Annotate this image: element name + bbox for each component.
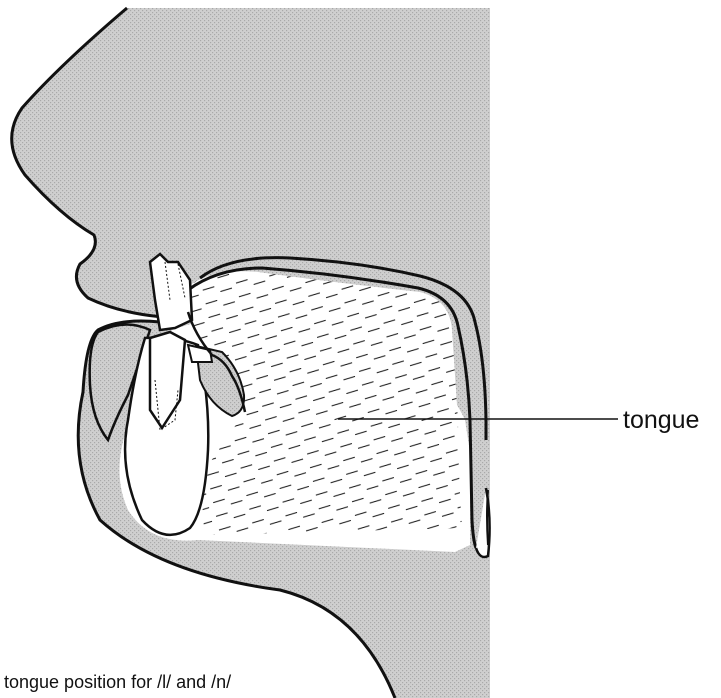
pharynx-wall [487, 490, 488, 545]
figure-caption: tongue position for /l/ and /n/ [4, 672, 231, 692]
tongue-label: tongue [623, 406, 699, 434]
